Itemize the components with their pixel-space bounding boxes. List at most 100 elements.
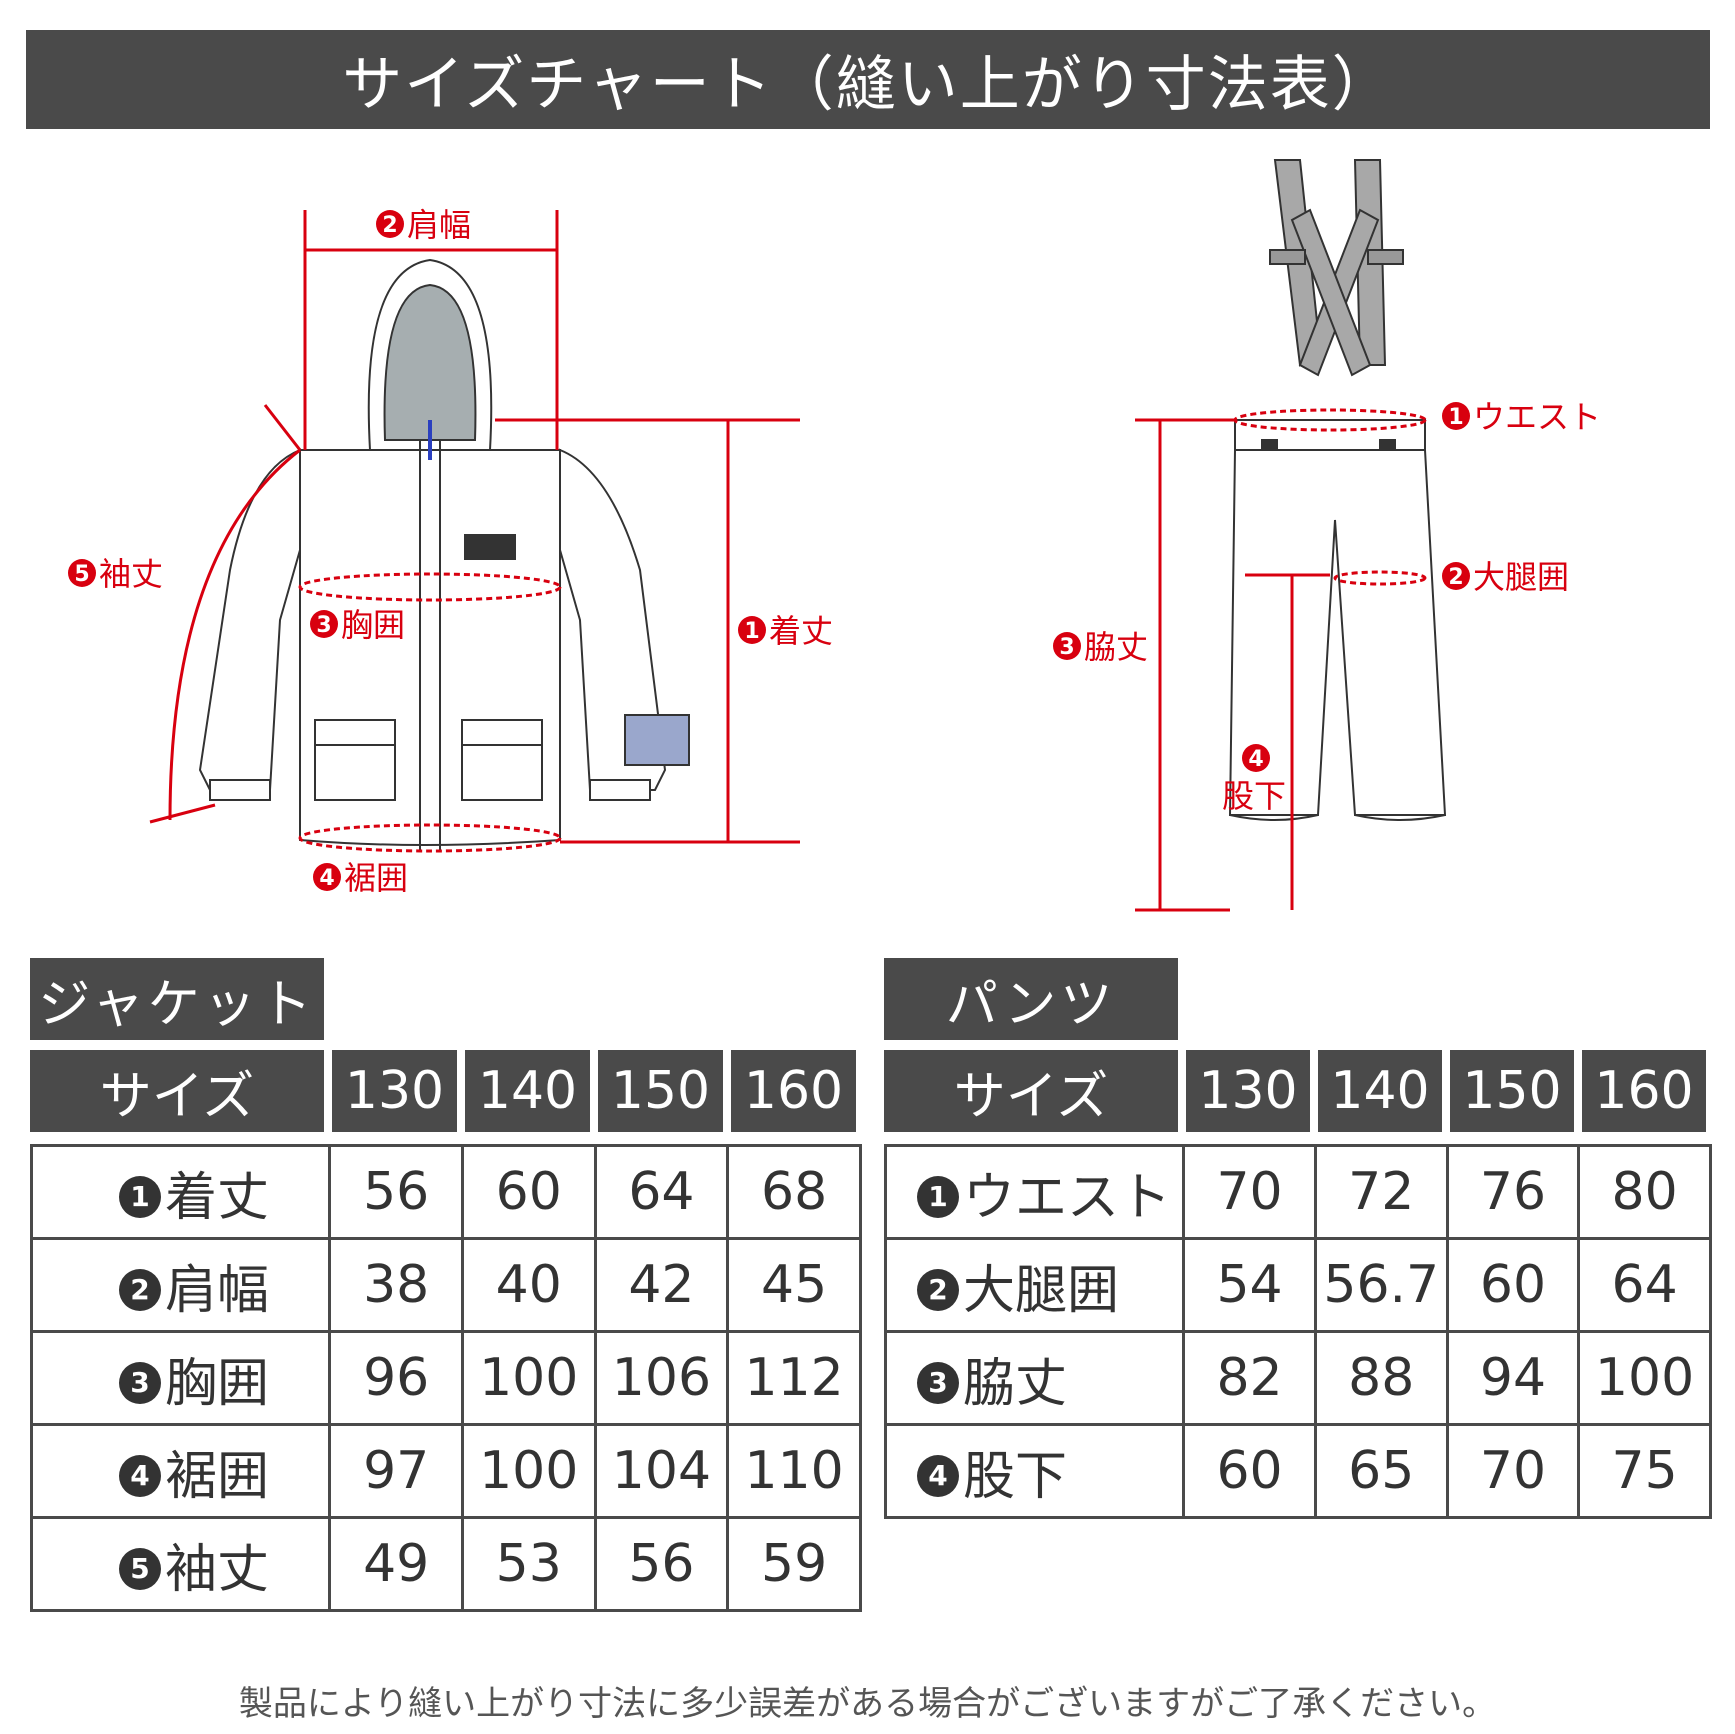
jacket-sketch	[198, 258, 690, 850]
table-cell: 40	[460, 1237, 597, 1333]
pants-guides	[1135, 408, 1427, 912]
pants-size-header-label: サイズ	[884, 1050, 1178, 1132]
jacket-size-140: 140	[465, 1050, 590, 1132]
pants-label-thigh: 2 大腿囲	[1442, 558, 1569, 596]
svg-text:1: 1	[1448, 405, 1463, 430]
table-cell: 56	[328, 1144, 464, 1240]
svg-text:ウエスト: ウエスト	[1473, 398, 1601, 436]
svg-text:股下: 股下	[1222, 777, 1286, 815]
table-cell: 56	[593, 1516, 730, 1612]
svg-text:5: 5	[74, 562, 89, 587]
svg-text:脇丈: 脇丈	[1084, 628, 1148, 666]
table-cell: 60	[1445, 1237, 1581, 1333]
svg-text:肩幅: 肩幅	[407, 206, 471, 244]
jacket-size-header-label: サイズ	[30, 1050, 324, 1132]
table-cell: 60	[460, 1144, 597, 1240]
svg-text:2: 2	[382, 213, 397, 238]
svg-text:2: 2	[1448, 565, 1463, 590]
jacket-guides	[149, 210, 800, 853]
table-cell: 68	[726, 1144, 862, 1240]
page-title: サイズチャート（縫い上がり寸法表）	[26, 30, 1710, 129]
svg-text:4: 4	[319, 866, 334, 891]
table-cell: 53	[460, 1516, 597, 1612]
jacket-label-chest: 3 胸囲	[310, 606, 405, 644]
svg-text:袖丈: 袖丈	[99, 555, 163, 593]
pants-size-header: サイズ 130 140 150 160	[884, 1050, 1706, 1132]
table-cell: 70	[1445, 1423, 1581, 1519]
jacket-label-length: 1 着丈	[738, 612, 833, 650]
svg-text:着丈: 着丈	[769, 612, 833, 650]
table-cell: 75	[1577, 1423, 1712, 1519]
table-cell: 64	[593, 1144, 730, 1240]
footer-note: 製品により縫い上がり寸法に多少誤差がある場合がございますがご了承ください。	[238, 1684, 1497, 1724]
table-cell: 45	[726, 1237, 862, 1333]
table-cell: 56.7	[1313, 1237, 1449, 1333]
table-cell: 82	[1182, 1330, 1317, 1426]
svg-text:3: 3	[1059, 635, 1074, 660]
table-cell: 110	[726, 1423, 862, 1519]
table-cell: 54	[1182, 1237, 1317, 1333]
table-cell: 72	[1313, 1144, 1449, 1240]
jacket-label-sleeve: 5 袖丈	[68, 555, 163, 593]
svg-text:1: 1	[744, 619, 759, 644]
pants-size-140: 140	[1318, 1050, 1442, 1132]
svg-text:大腿囲: 大腿囲	[1473, 558, 1569, 596]
jacket-size-130: 130	[332, 1050, 457, 1132]
table-cell: 97	[328, 1423, 464, 1519]
measurement-diagram: 2 肩幅 5 袖丈 3 胸囲 1 着丈 4 裾囲	[0, 150, 1735, 930]
svg-text:4: 4	[1248, 747, 1263, 772]
pants-label-side-length: 3 脇丈	[1053, 628, 1148, 666]
table-cell: 60	[1182, 1423, 1317, 1519]
table-cell: 59	[726, 1516, 862, 1612]
jacket-size-160: 160	[731, 1050, 856, 1132]
jacket-size-header: サイズ 130 140 150 160	[30, 1050, 856, 1132]
svg-text:胸囲: 胸囲	[341, 606, 405, 644]
jacket-size-150: 150	[598, 1050, 723, 1132]
jacket-label-hem: 4 裾囲	[313, 859, 408, 897]
table-cell: 76	[1445, 1144, 1581, 1240]
table-cell: 80	[1577, 1144, 1712, 1240]
table-cell: 70	[1182, 1144, 1317, 1240]
svg-text:3: 3	[316, 613, 331, 638]
table-cell: 104	[593, 1423, 730, 1519]
table-cell: 106	[593, 1330, 730, 1426]
jacket-label-shoulder: 2 肩幅	[376, 206, 471, 244]
svg-text:裾囲: 裾囲	[344, 859, 408, 897]
table-cell: 100	[460, 1423, 597, 1519]
table-cell: 38	[328, 1237, 464, 1333]
pants-size-130: 130	[1186, 1050, 1310, 1132]
table-cell: 100	[1577, 1330, 1712, 1426]
pants-sketch	[1228, 159, 1447, 821]
table-cell: 96	[328, 1330, 464, 1426]
table-cell: 64	[1577, 1237, 1712, 1333]
jacket-section-label: ジャケット	[30, 958, 324, 1040]
pants-label-inseam: 4 股下	[1222, 744, 1286, 815]
table-cell: 88	[1313, 1330, 1449, 1426]
table-cell: 49	[328, 1516, 464, 1612]
pants-section-label: パンツ	[884, 958, 1178, 1040]
table-cell: 100	[460, 1330, 597, 1426]
pants-size-160: 160	[1582, 1050, 1706, 1132]
table-cell: 65	[1313, 1423, 1449, 1519]
table-cell: 42	[593, 1237, 730, 1333]
